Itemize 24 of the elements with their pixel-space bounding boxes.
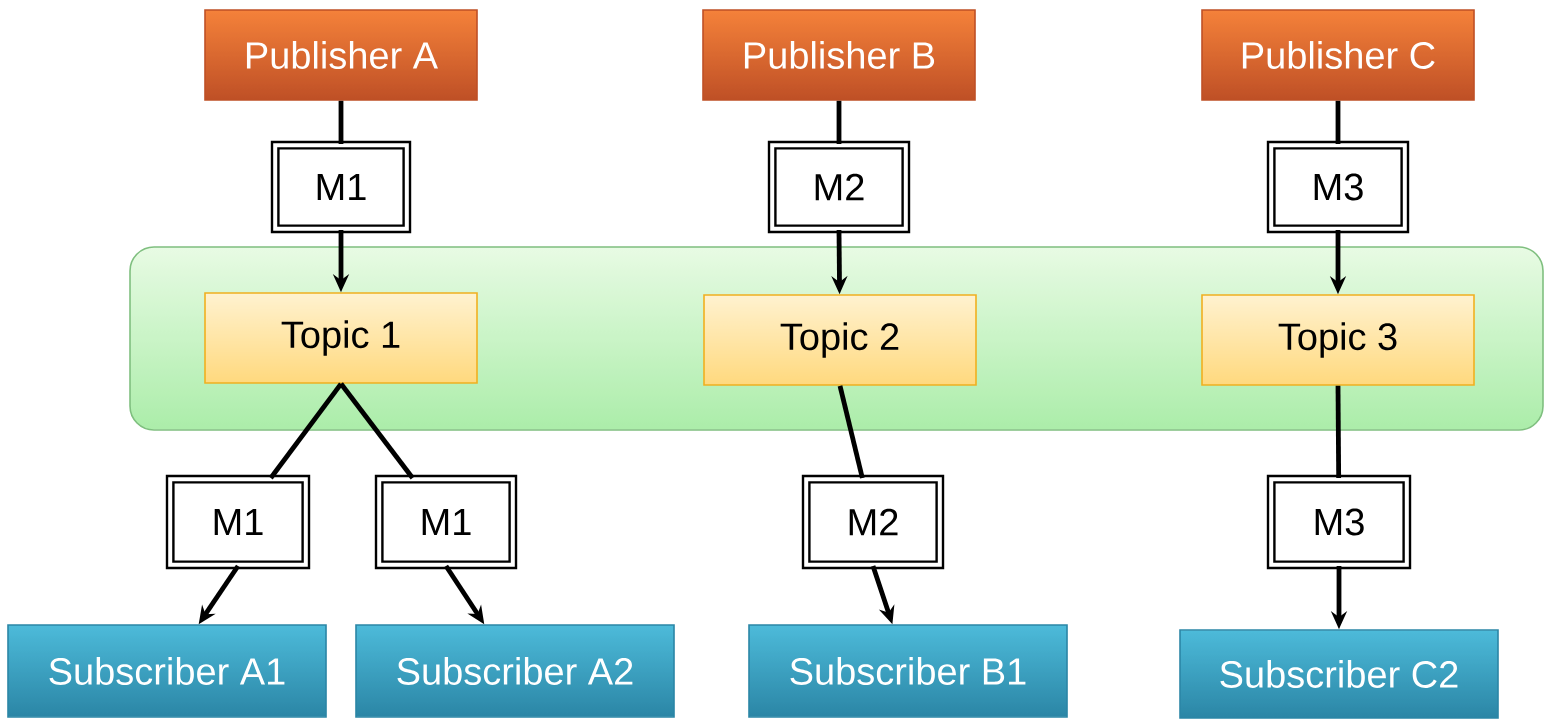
connector-line <box>1335 100 1341 144</box>
topic-box: Topic 2 <box>703 294 977 386</box>
publisher-box: Publisher A <box>204 9 478 101</box>
message-box: M3 <box>1266 474 1412 570</box>
connector-line <box>339 382 415 480</box>
connector-line <box>338 100 344 144</box>
message-box: M1 <box>374 474 518 570</box>
connector-line <box>1335 385 1342 479</box>
publisher-box: Publisher C <box>1201 9 1475 101</box>
message-box: M3 <box>1266 140 1410 234</box>
topic-box: Topic 3 <box>1201 294 1475 386</box>
connector-line <box>836 100 842 144</box>
subscriber-box: Subscriber C2 <box>1179 629 1499 719</box>
connector-line <box>268 382 343 480</box>
message-box: M2 <box>767 140 911 234</box>
subscriber-box: Subscriber B1 <box>748 624 1068 718</box>
message-box: M1 <box>270 140 412 234</box>
message-box: M2 <box>801 474 945 570</box>
message-box: M1 <box>165 474 311 570</box>
connector-line <box>837 385 865 479</box>
subscriber-box: Subscriber A1 <box>7 624 327 718</box>
topic-box: Topic 1 <box>204 292 478 384</box>
subscriber-box: Subscriber A2 <box>355 624 675 718</box>
publisher-box: Publisher B <box>702 9 976 101</box>
